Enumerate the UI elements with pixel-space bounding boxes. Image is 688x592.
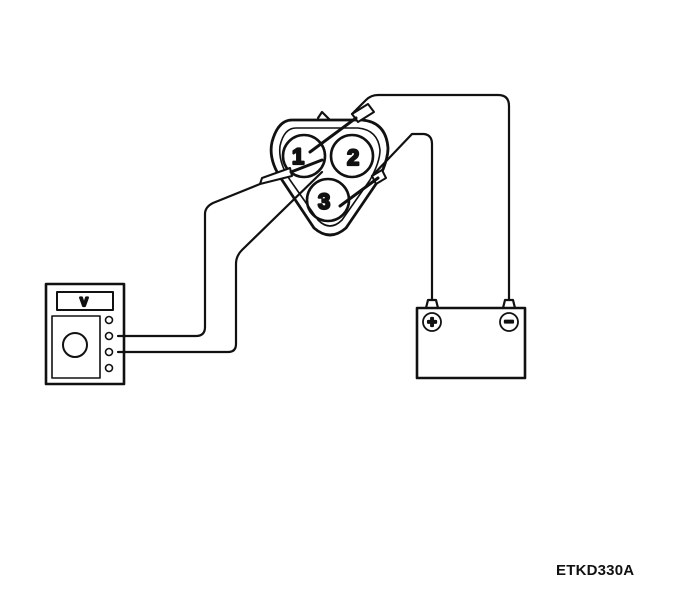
connector-housing-outer <box>269 118 390 237</box>
battery-negative-post <box>501 298 517 310</box>
terminal-2-socket <box>329 133 375 179</box>
voltmeter-lead-a <box>116 182 262 338</box>
battery-positive-symbol: + <box>427 314 436 331</box>
terminal-1-socket <box>281 133 327 179</box>
terminal-3-label: 3 <box>318 189 330 214</box>
wires <box>116 93 511 354</box>
voltmeter-jack-2 <box>104 331 114 341</box>
battery-negative-lead <box>350 93 511 302</box>
battery-positive-lead <box>370 132 434 302</box>
voltmeter-dial <box>62 332 88 358</box>
battery-positive-post <box>424 298 440 310</box>
battery-negative-marker <box>499 312 519 332</box>
voltmeter <box>44 282 126 386</box>
voltmeter-jack-1 <box>104 315 114 325</box>
probe-terminal-1-battery <box>308 103 375 154</box>
figure-code: ETKD330A <box>556 562 635 579</box>
probe-terminal-3-battery <box>338 169 387 208</box>
voltmeter-display-label: V <box>80 295 88 309</box>
voltmeter-display <box>56 291 114 311</box>
battery <box>415 298 527 380</box>
battery-negative-symbol: − <box>504 314 513 331</box>
terminal-1-label: 1 <box>292 144 304 169</box>
voltmeter-body <box>44 282 126 386</box>
test-probes <box>259 103 387 208</box>
voltmeter-lead-b <box>116 170 324 354</box>
terminal-2-label: 2 <box>347 145 359 170</box>
voltmeter-jack-3 <box>104 347 114 357</box>
probe-voltmeter-a <box>259 158 324 185</box>
battery-body <box>415 306 527 380</box>
three-pin-connector <box>269 110 390 237</box>
battery-positive-marker <box>422 312 442 332</box>
voltmeter-face <box>51 315 101 379</box>
voltmeter-jack-4 <box>104 363 114 373</box>
connector-housing-inner <box>278 127 381 227</box>
connector-latch <box>316 110 332 122</box>
